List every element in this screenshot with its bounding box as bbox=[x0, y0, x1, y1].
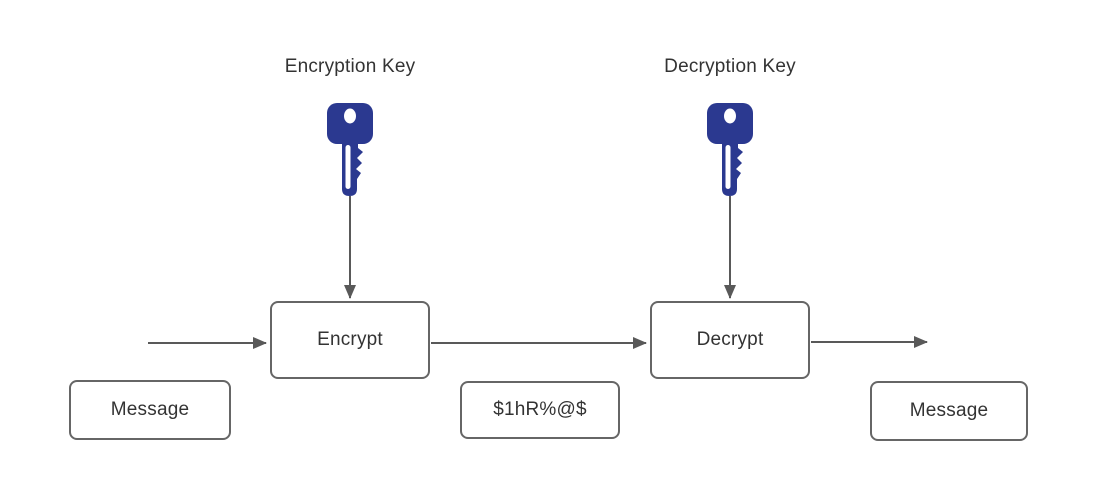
decryption-key-label: Decryption Key bbox=[664, 56, 796, 77]
message-output-box: Message bbox=[870, 381, 1028, 441]
encryption-key-icon bbox=[327, 103, 373, 196]
decrypt-box: Decrypt bbox=[650, 301, 810, 379]
decryption-key-icon bbox=[707, 103, 753, 196]
encryption-key-label: Encryption Key bbox=[284, 56, 416, 77]
ciphertext-box: $1hR%@$ bbox=[460, 381, 620, 439]
message-input-box: Message bbox=[69, 380, 231, 440]
encrypt-box: Encrypt bbox=[270, 301, 430, 379]
